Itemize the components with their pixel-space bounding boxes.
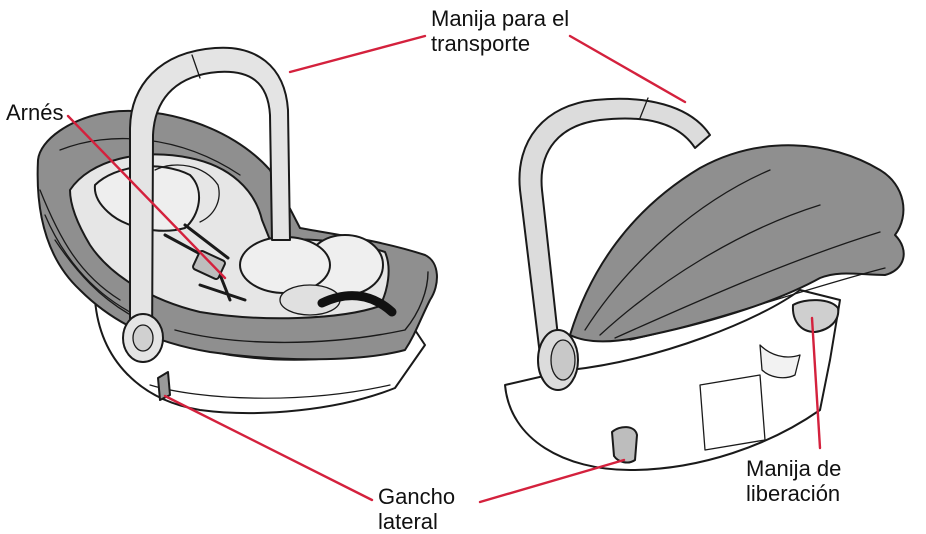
label-carry-handle-line2: transporte [431, 31, 569, 56]
label-harness-line1: Arnés [6, 100, 63, 125]
rear-side-hook [612, 427, 637, 462]
label-carry-handle-line1: Manija para el [431, 6, 569, 31]
label-side-hook-line1: Gancho [378, 484, 455, 509]
label-release-handle-line1: Manija de [746, 456, 841, 481]
label-release-handle-line2: liberación [746, 481, 841, 506]
label-harness: Arnés [6, 100, 63, 125]
leader-side-hook-rear [480, 460, 624, 502]
car-seat-rear-view [505, 98, 904, 470]
label-carry-handle: Manija para el transporte [431, 6, 569, 56]
label-release-handle: Manija de liberación [746, 456, 841, 506]
car-seat-front-view [38, 48, 437, 413]
label-side-hook-line2: lateral [378, 509, 455, 534]
leader-handle-rear [570, 36, 685, 102]
leader-handle-front [290, 36, 425, 72]
label-side-hook: Gancho lateral [378, 484, 455, 534]
